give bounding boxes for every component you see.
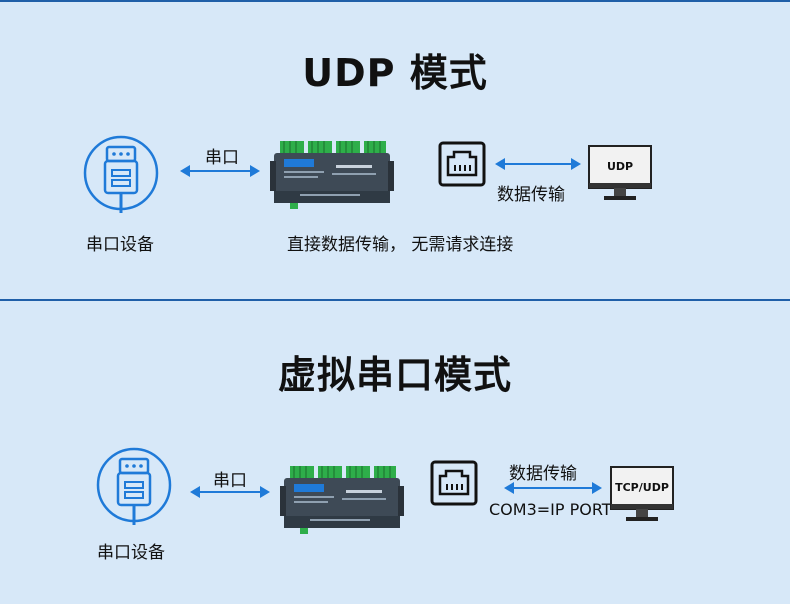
top-divider — [0, 0, 790, 2]
ethernet-port-icon — [438, 141, 486, 187]
section2-net-link-label: 数据传输 — [509, 464, 577, 484]
gateway-device-icon — [270, 141, 394, 209]
section1-serial-link-label: 串口 — [205, 148, 239, 168]
serial-port-icon — [96, 447, 172, 525]
section2-net-arrow — [504, 482, 602, 494]
section2-port-map-label: COM3=IP PORT — [489, 500, 612, 519]
section1-serial-arrow — [180, 165, 260, 177]
gateway-device-icon — [280, 466, 404, 534]
section2-serial-arrow — [190, 486, 270, 498]
section1-device-label: 串口设备 — [86, 235, 154, 255]
section1-net-link-label: 数据传输 — [497, 185, 565, 205]
monitor-icon: TCP/UDP — [610, 466, 674, 521]
section2-title: 虚拟串口模式 — [277, 353, 512, 397]
section-divider — [0, 299, 790, 301]
serial-port-icon — [83, 135, 159, 213]
section2-device-label: 串口设备 — [97, 543, 165, 563]
section1-title: UDP 模式 — [302, 51, 488, 95]
section2-monitor-label: TCP/UDP — [615, 481, 669, 494]
section2-serial-link-label: 串口 — [213, 471, 247, 491]
section1-net-arrow — [495, 158, 581, 170]
section1-caption: 直接数据传输， 无需请求连接 — [287, 235, 514, 255]
section1-monitor-label: UDP — [607, 160, 633, 173]
ethernet-port-icon — [430, 460, 478, 506]
monitor-icon: UDP — [588, 145, 652, 200]
